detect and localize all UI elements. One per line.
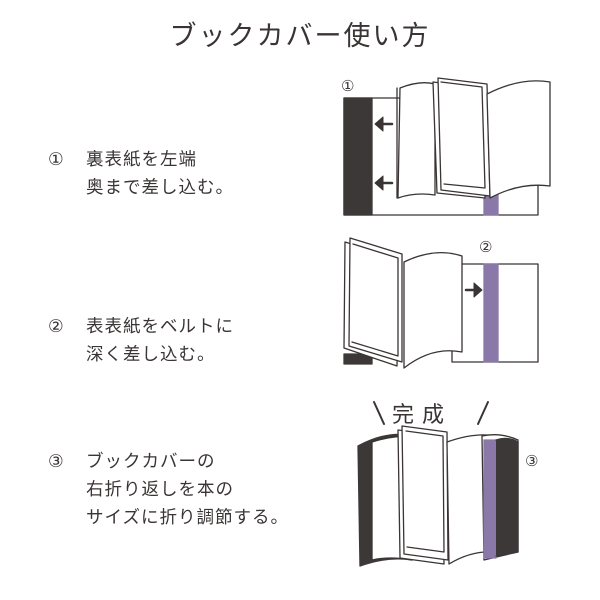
step-3-line-1: ブックカバーの <box>86 452 216 472</box>
step-1-instructions: ① 裏表紙を左端 奥まで差し込む。 <box>48 146 234 202</box>
step-1-line-2: 奥まで差し込む。 <box>86 178 234 198</box>
step-2-instructions: ② 表表紙をベルトに 深く差し込む。 <box>48 313 234 369</box>
step-1-number: ① <box>48 150 65 170</box>
cover-left-flap <box>343 97 373 216</box>
belt-purple-2 <box>483 263 499 363</box>
page-title: ブックカバー使い方 <box>169 21 431 52</box>
step-3-line-3: サイズに折り調節する。 <box>86 508 289 528</box>
step-1-line-1: 裏表紙を左端 <box>86 150 197 170</box>
figure-1 <box>343 77 551 216</box>
step-3-number: ③ <box>48 452 65 472</box>
figure-2-marker: ② <box>479 238 493 256</box>
figure-3-marker: ③ <box>525 452 539 470</box>
figure-1-marker: ① <box>341 77 355 95</box>
step-3-line-2: 右折り返しを本の <box>86 480 234 500</box>
figure-3 <box>357 401 519 567</box>
step-2-line-1: 表表紙をベルトに <box>86 317 234 337</box>
step-3-instructions: ③ ブックカバーの 右折り返しを本の サイズに折り調節する。 <box>48 448 289 532</box>
step-2-number: ② <box>48 317 65 337</box>
figure-2 <box>343 237 539 369</box>
step-2-line-2: 深く差し込む。 <box>86 345 216 365</box>
complete-label: 完成 <box>392 403 453 428</box>
belt-purple-3 <box>483 439 497 559</box>
